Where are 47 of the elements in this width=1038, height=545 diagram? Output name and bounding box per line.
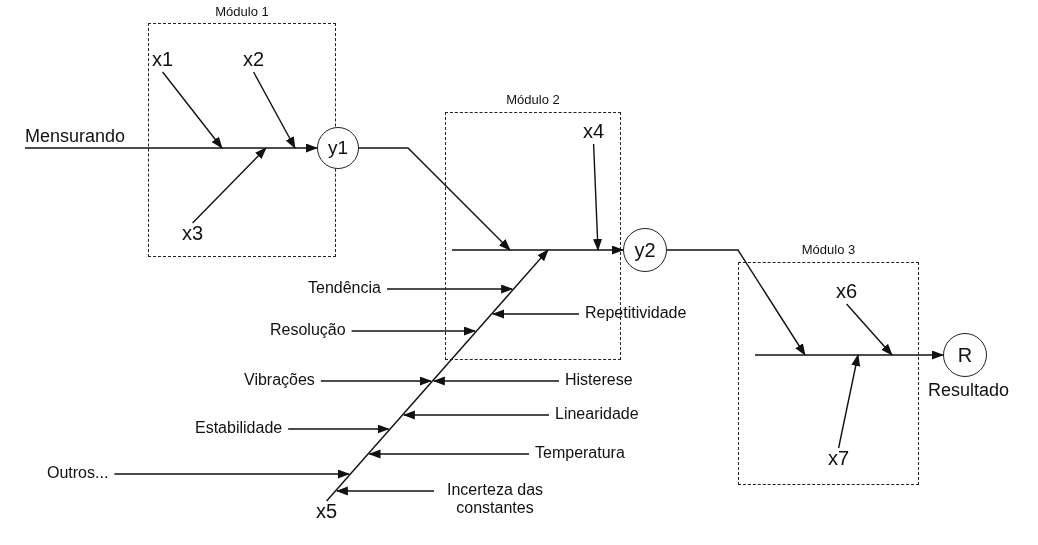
variable-label: x5 bbox=[316, 500, 338, 523]
variable-label: x2 bbox=[243, 48, 265, 71]
arrow bbox=[335, 486, 435, 496]
arrow bbox=[113, 469, 350, 479]
factor-label: Incerteza das constantes bbox=[440, 481, 550, 518]
variable-label: x4 bbox=[583, 120, 605, 143]
circle-node: R bbox=[943, 333, 987, 377]
module-title: Módulo 2 bbox=[505, 92, 561, 108]
arrow bbox=[386, 284, 514, 294]
input-label: Mensurando bbox=[25, 126, 126, 147]
arrow bbox=[451, 245, 624, 255]
module-title: Módulo 3 bbox=[800, 242, 857, 258]
arrow bbox=[432, 376, 560, 386]
arrow bbox=[320, 376, 432, 386]
factor-label: Repetitividade bbox=[585, 304, 687, 323]
factor-label: Linearidade bbox=[555, 405, 639, 424]
arrow bbox=[368, 449, 530, 459]
variable-label: x3 bbox=[182, 222, 204, 245]
variable-label: x6 bbox=[836, 280, 858, 303]
factor-label: Vibrações bbox=[244, 371, 315, 390]
arrow bbox=[845, 303, 893, 356]
circle-node: y1 bbox=[317, 127, 359, 169]
factor-label: Outros... bbox=[47, 464, 109, 483]
factor-label: Temperatura bbox=[535, 444, 625, 463]
arrow bbox=[350, 326, 476, 336]
arrow bbox=[837, 354, 861, 449]
arrow bbox=[161, 71, 223, 149]
arrow bbox=[191, 147, 267, 224]
arrow bbox=[592, 143, 603, 251]
result-caption: Resultado bbox=[928, 380, 1010, 401]
arrow bbox=[492, 309, 580, 319]
module-title: Módulo 1 bbox=[214, 4, 270, 20]
factor-label: Tendência bbox=[308, 279, 381, 298]
arrow bbox=[287, 424, 390, 434]
arrow bbox=[325, 249, 549, 502]
arrow bbox=[666, 249, 806, 356]
circle-node: y2 bbox=[623, 228, 667, 272]
arrow bbox=[24, 143, 318, 153]
arrow bbox=[402, 410, 550, 420]
factor-label: Resolução bbox=[270, 321, 346, 340]
arrow bbox=[754, 350, 944, 360]
factor-label: Histerese bbox=[565, 371, 633, 390]
arrow bbox=[358, 147, 511, 251]
factor-label: Estabilidade bbox=[195, 419, 283, 438]
variable-label: x7 bbox=[828, 447, 850, 470]
arrow bbox=[252, 71, 296, 149]
variable-label: x1 bbox=[152, 48, 174, 71]
